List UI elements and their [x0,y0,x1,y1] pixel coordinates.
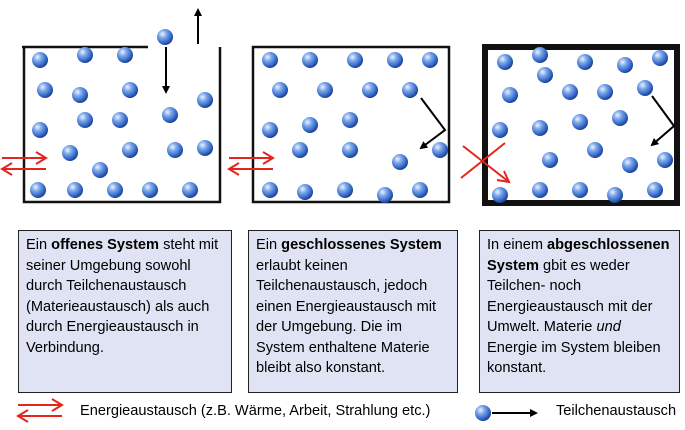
energy-blocked-isolated-system [460,142,511,184]
particle [112,112,128,128]
particle [107,182,123,198]
particle [617,57,633,73]
energy-arrows-closed-system [227,151,275,176]
legend-particle-icon [475,405,538,421]
particle [612,110,628,126]
particle [77,47,93,63]
particle [167,142,183,158]
particle [572,182,588,198]
particles [30,29,673,203]
closed-system-container [251,45,451,204]
particle [342,142,358,158]
particle [422,52,438,68]
particle [182,182,198,198]
particle [77,112,93,128]
particle [577,54,593,70]
particle [542,152,558,168]
particle [262,52,278,68]
isolated-system-emphasis: und [596,319,621,335]
particle [647,182,663,198]
closed-system-text-post: erlaubt keinen Teilchenaustausch, jedoch… [256,257,437,377]
particle [337,182,353,198]
particle [657,152,673,168]
particle [302,117,318,133]
particle [492,122,508,138]
closed-system-text-pre: Ein [256,237,282,253]
isolated-system-container [482,44,680,206]
particle [122,82,138,98]
particle [637,80,653,96]
particle [302,52,318,68]
particle [197,140,213,156]
open-system-text-pre: Ein [26,237,52,253]
particle [402,82,418,98]
particle [67,182,83,198]
particle [622,157,638,173]
particle [92,162,108,178]
open-system-term: offenes System [51,237,160,253]
particle [362,82,378,98]
particle [117,47,133,63]
isolated-system-description: In einem abgeschlossenen System gbit es … [479,230,680,393]
particle [562,84,578,100]
isolated-system-text-post-a: gbit es weder Teilchen- noch Energieaust… [487,257,653,336]
particle [607,187,623,203]
particle [377,187,393,203]
open-system-text-post: steht mit seiner Umgebung sowohl durch T… [26,237,219,356]
particle [272,82,288,98]
particle [572,114,588,130]
legend-energy-icon [16,398,64,423]
particle [317,82,333,98]
isolated-system-term: abgeschlossenen System [487,237,670,274]
particle [597,84,613,100]
particle-reflection-closed [419,97,447,150]
particle [342,112,358,128]
particle [157,29,173,45]
particle [537,67,553,83]
closed-system-description: Ein geschlossenes System erlaubt keinen … [248,230,458,393]
particle [412,182,428,198]
particle [292,142,308,158]
particle [297,184,313,200]
particle [497,54,513,70]
particle [492,187,508,203]
particle [62,145,78,161]
particle [262,122,278,138]
isolated-system-text-post-b: Energie im System bleiben konstant. [487,339,661,377]
isolated-system-text-pre: In einem [487,237,548,253]
particle [37,82,53,98]
particle [30,182,46,198]
particle [262,182,278,198]
particle [652,50,668,66]
legend-particle-label: Teilchenaustausch [556,403,677,419]
particle-reflection-isolated [650,95,676,147]
particle [432,142,448,158]
particle [532,120,548,136]
closed-system-term: geschlossenes System [281,237,442,253]
particle [587,142,603,158]
particle [122,142,138,158]
particle [32,122,48,138]
particle [32,52,48,68]
particle [162,107,178,123]
particle [502,87,518,103]
particle [532,182,548,198]
particle [72,87,88,103]
particle [387,52,403,68]
energy-arrows-open-system [0,151,48,176]
particle [347,52,363,68]
particle [197,92,213,108]
open-system-description: Ein offenes System steht mit seiner Umge… [18,230,232,393]
particle [392,154,408,170]
particle-exchange-arrows [162,8,202,94]
legend-energy-label: Energieaustausch (z.B. Wärme, Arbeit, St… [80,403,431,419]
particle [532,47,548,63]
particle [142,182,158,198]
